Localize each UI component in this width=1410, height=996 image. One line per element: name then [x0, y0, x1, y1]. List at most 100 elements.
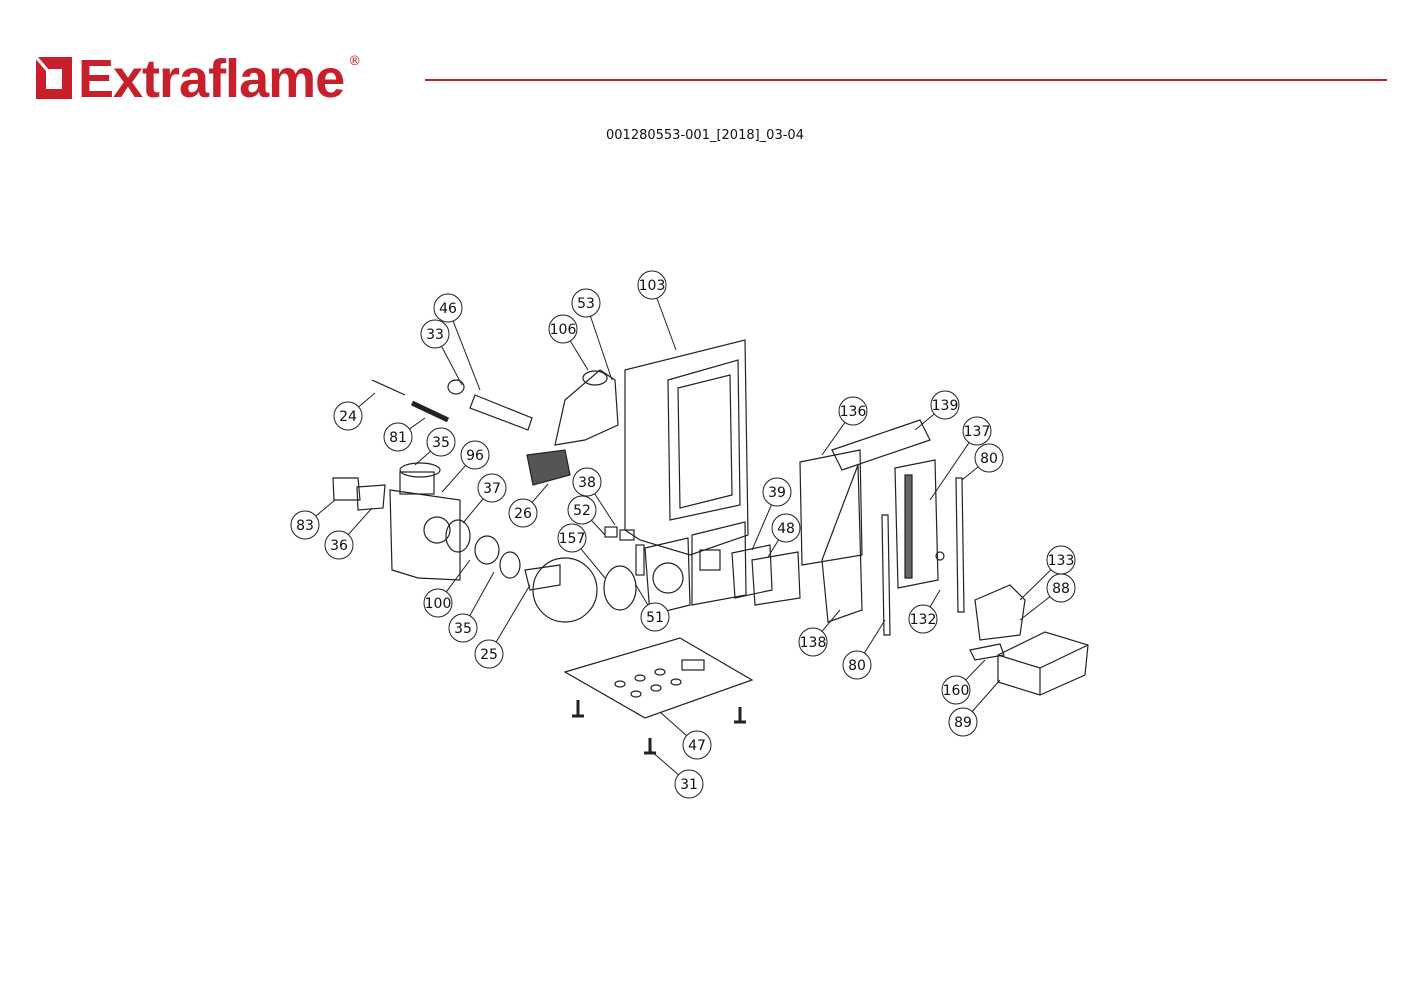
callout-133: 133 [1019, 545, 1076, 601]
callout-label: 47 [688, 738, 706, 754]
leader-line [495, 584, 531, 643]
leader-line [929, 589, 941, 608]
leader-line [1019, 596, 1051, 621]
callout-label: 96 [466, 448, 484, 464]
callout-label: 139 [932, 398, 959, 414]
callout-label: 103 [639, 278, 666, 294]
callout-label: 100 [425, 596, 452, 612]
callout-label: 136 [840, 404, 867, 420]
callout-label: 133 [1048, 553, 1075, 569]
leader-line [971, 679, 1001, 712]
leader-line [580, 548, 606, 579]
document-code: 001280553-001_[2018]_03-04 [606, 128, 804, 143]
callout-circle [762, 477, 792, 507]
leader-line [961, 466, 979, 481]
callout-label: 80 [980, 451, 998, 467]
logo-mark-icon [34, 56, 72, 99]
callout-100: 100 [423, 559, 471, 618]
callout-circle [448, 613, 478, 643]
part-rod-24 [371, 379, 406, 396]
part-ash-box [997, 631, 1089, 696]
part-grate [831, 419, 931, 471]
callout-103: 103 [637, 270, 677, 351]
callout-circle [548, 314, 578, 344]
callout-36: 36 [324, 507, 373, 560]
callout-label: 88 [1052, 581, 1070, 597]
callout-circle [640, 602, 670, 632]
callout-label: 35 [454, 621, 472, 637]
part-gearmotor [526, 449, 571, 486]
callout-label: 51 [646, 610, 664, 626]
callout-circle [383, 422, 413, 452]
part-box [389, 489, 461, 581]
callout-81: 81 [383, 417, 426, 452]
callout-157: 157 [557, 523, 606, 579]
leader-line [469, 571, 495, 616]
callout-label: 25 [480, 647, 498, 663]
registered-mark: ® [348, 54, 362, 69]
callout-37: 37 [462, 473, 507, 524]
part-strip-80b [881, 514, 891, 636]
callout-48: 48 [767, 513, 801, 558]
leader-line [569, 340, 589, 371]
part-burner-pot [974, 584, 1026, 641]
callout-132: 132 [908, 589, 941, 634]
callout-53: 53 [571, 288, 613, 381]
callout-25: 25 [474, 584, 531, 669]
leader-line [929, 442, 970, 501]
callout-89: 89 [948, 679, 1001, 737]
parts-drawing [332, 339, 1089, 755]
callout-26: 26 [508, 483, 549, 528]
leader-line [590, 316, 613, 381]
callout-circle [798, 627, 828, 657]
callout-label: 83 [296, 518, 314, 534]
callout-label: 36 [330, 538, 348, 554]
callout-52: 52 [567, 495, 606, 536]
callout-label: 89 [954, 715, 972, 731]
callout-circle [557, 523, 587, 553]
brand-name: Extraflame [78, 49, 345, 109]
callout-label: 46 [439, 301, 457, 317]
leader-line [649, 749, 679, 776]
callout-label: 48 [777, 521, 795, 537]
callout-136: 136 [821, 396, 868, 456]
leader-line [767, 539, 780, 558]
brand-logo: Extraflame ® [34, 52, 361, 106]
leader-line [531, 483, 549, 503]
leader-line [1019, 569, 1052, 601]
callout-circle [930, 390, 960, 420]
callout-label: 52 [573, 503, 591, 519]
callout-47: 47 [659, 711, 712, 760]
callout-139: 139 [914, 390, 960, 431]
callout-label: 37 [483, 481, 501, 497]
callout-circle [838, 396, 868, 426]
callout-24: 24 [333, 392, 376, 431]
callout-label: 31 [680, 777, 698, 793]
leader-line [659, 711, 687, 737]
leader-line [863, 619, 886, 654]
callout-160: 160 [941, 659, 986, 705]
leader-line [347, 507, 373, 535]
callout-circle [290, 510, 320, 540]
part-tube [469, 394, 533, 431]
callout-circle [423, 588, 453, 618]
callout-80: 80 [961, 443, 1004, 481]
callout-39: 39 [751, 477, 792, 551]
callout-circle [637, 270, 667, 300]
part-body-frame [624, 339, 749, 556]
callout-circle [948, 707, 978, 737]
base-holes [614, 659, 705, 698]
leader-line [409, 417, 426, 430]
callout-label: 137 [964, 424, 991, 440]
callout-circle [908, 604, 938, 634]
callout-106: 106 [548, 314, 589, 371]
callout-label: 26 [514, 506, 532, 522]
callout-circle [324, 530, 354, 560]
callout-circle [771, 513, 801, 543]
callout-label: 132 [910, 612, 937, 628]
callout-96: 96 [441, 440, 490, 493]
callout-46: 46 [433, 293, 481, 391]
part-base [563, 637, 754, 719]
callout-circle [477, 473, 507, 503]
